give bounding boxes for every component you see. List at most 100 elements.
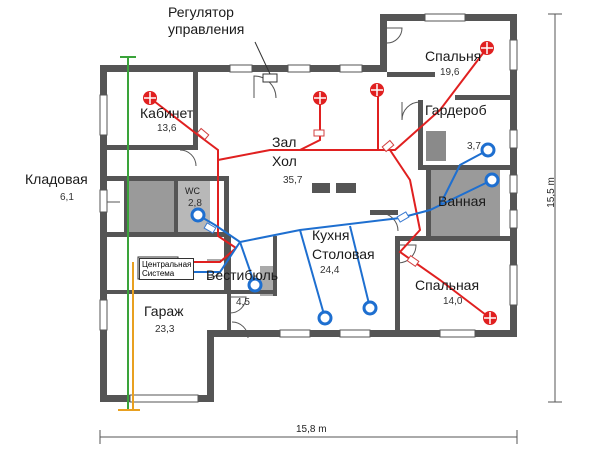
room-name-zal: Зал Хол [272, 133, 297, 171]
window-garage [99, 299, 108, 331]
damper-icon [381, 139, 395, 153]
supply-ducts [149, 47, 491, 319]
exhaust-duct-kitchen-1 [299, 229, 326, 319]
wall-bath-top [418, 165, 510, 170]
wall-bedroom-bottom [387, 72, 435, 77]
exhaust-duct-kitchen-2 [349, 225, 371, 309]
wall-wc-left [174, 176, 178, 234]
doors [179, 27, 421, 339]
window-bedroom-top [424, 13, 466, 22]
wc-fill [178, 181, 210, 232]
red-supply-diffuser-icon [370, 83, 384, 97]
wall-vestibule-right [273, 236, 277, 296]
room-name-kukhnya: Кухня Столовая [312, 226, 375, 264]
door-wardrobe [401, 101, 421, 121]
window-pantry [99, 189, 108, 213]
wall-storage-bottom [107, 232, 229, 237]
door-entrance [231, 321, 249, 339]
damper-icon [396, 211, 410, 223]
door-small-room [229, 296, 247, 314]
wall-vestibule-inner [227, 236, 231, 330]
damper-icon [313, 129, 325, 137]
blue-exhaust-valve-icon [362, 300, 378, 316]
dampers [196, 127, 420, 268]
window-hall-2 [287, 64, 311, 73]
window-hall-3 [339, 64, 363, 73]
fireplace-opening [330, 180, 336, 196]
damper-icon [196, 127, 210, 141]
dimension-height-label: 15,5 m [545, 177, 557, 208]
regulator-box [262, 73, 278, 83]
supply-duct-bedroom-2 [389, 149, 491, 319]
room-area-garderob: 3,7 [467, 141, 481, 152]
supply-duct-office [149, 97, 237, 249]
exhaust-duct-wardrobe [439, 149, 489, 206]
room-name-spalnya-top: Спальня [425, 48, 482, 64]
window-wardrobe [509, 129, 518, 149]
window-bath-1 [509, 174, 518, 194]
room-area-zal: 35,7 [283, 175, 303, 186]
wall-right-wing-left [380, 14, 387, 72]
regulator-leader [254, 41, 271, 75]
room-name-vannaya: Ванная [438, 193, 486, 209]
room-name-kukhnya-line-1: Кухня [312, 227, 350, 243]
utility-lines [118, 56, 140, 411]
wall-storage-top [107, 176, 225, 181]
window-hall-1 [229, 64, 253, 73]
door-bath [379, 212, 399, 232]
window-bedroom-2 [509, 264, 518, 306]
door-bedroom-top [386, 27, 403, 44]
window-office [99, 94, 108, 136]
storage-fills [124, 131, 500, 296]
wall-wardrobe-left [418, 100, 423, 170]
supply-duct-hall-2 [300, 90, 379, 151]
blue-exhaust-valve-icon [484, 172, 500, 188]
room-name-vestibyul: Вестибюль [206, 267, 279, 283]
room-area-spalnya-bottom: 14,0 [443, 296, 463, 307]
wall-stub [200, 65, 206, 72]
room-name-spalnya-bottom: Спальная [415, 277, 480, 293]
window-bedroom-2-bottom [439, 329, 476, 338]
room-area-spalnya-top: 19,6 [440, 67, 460, 78]
room-area-wc: 2,8 [188, 198, 202, 209]
red-supply-diffuser-icon [480, 41, 494, 55]
supply-diffusers [143, 41, 497, 325]
room-name-kladovaya: Кладовая [25, 171, 88, 187]
wall-pantry-left [124, 176, 128, 234]
room-area-kukhnya: 24,4 [320, 265, 340, 276]
wall-bath-bottom [395, 236, 510, 241]
exhaust-valves [190, 142, 500, 326]
blue-exhaust-valve-icon [247, 277, 263, 293]
blue-exhaust-valve-icon [190, 207, 206, 223]
wall-small-room-top [227, 290, 277, 294]
wall-outer-left [100, 65, 107, 401]
room-name-kukhnya-line-2: Столовая [312, 246, 375, 262]
room-name-garderob: Гардероб [425, 102, 487, 118]
wall-kitchen-nook [370, 210, 398, 215]
blue-exhaust-valve-icon [317, 310, 333, 326]
room-area-kladovaya: 6,1 [60, 192, 74, 203]
exhaust-ducts [175, 149, 493, 319]
garage-door [129, 394, 199, 403]
central-system-line-2: Система [142, 269, 175, 278]
room-area-kabinet: 13,6 [157, 123, 177, 134]
wall-bath-left [426, 170, 431, 236]
wall-garage-top [107, 290, 227, 294]
red-supply-diffuser-icon [483, 311, 497, 325]
wall-bedroom-top-right [455, 95, 510, 100]
wall-outer-top-left [100, 65, 218, 72]
blue-exhaust-valve-icon [480, 142, 496, 158]
room-name-wc: WC [185, 186, 200, 196]
door-office [179, 149, 197, 167]
window-kitchen-1 [279, 329, 311, 338]
kladovaya-fill [124, 181, 176, 232]
central-system-label: Центральная Система [139, 258, 195, 280]
regulator-label-line-2: управления [168, 21, 245, 37]
room-name-garazh: Гараж [144, 303, 184, 319]
room-area-small: 4,5 [236, 297, 250, 308]
wall-office-bottom [107, 145, 195, 150]
regulator-label-line-1: Регулятор [168, 4, 234, 20]
regulator-label: Регулятор управления [168, 4, 244, 38]
red-supply-diffuser-icon [143, 91, 157, 105]
